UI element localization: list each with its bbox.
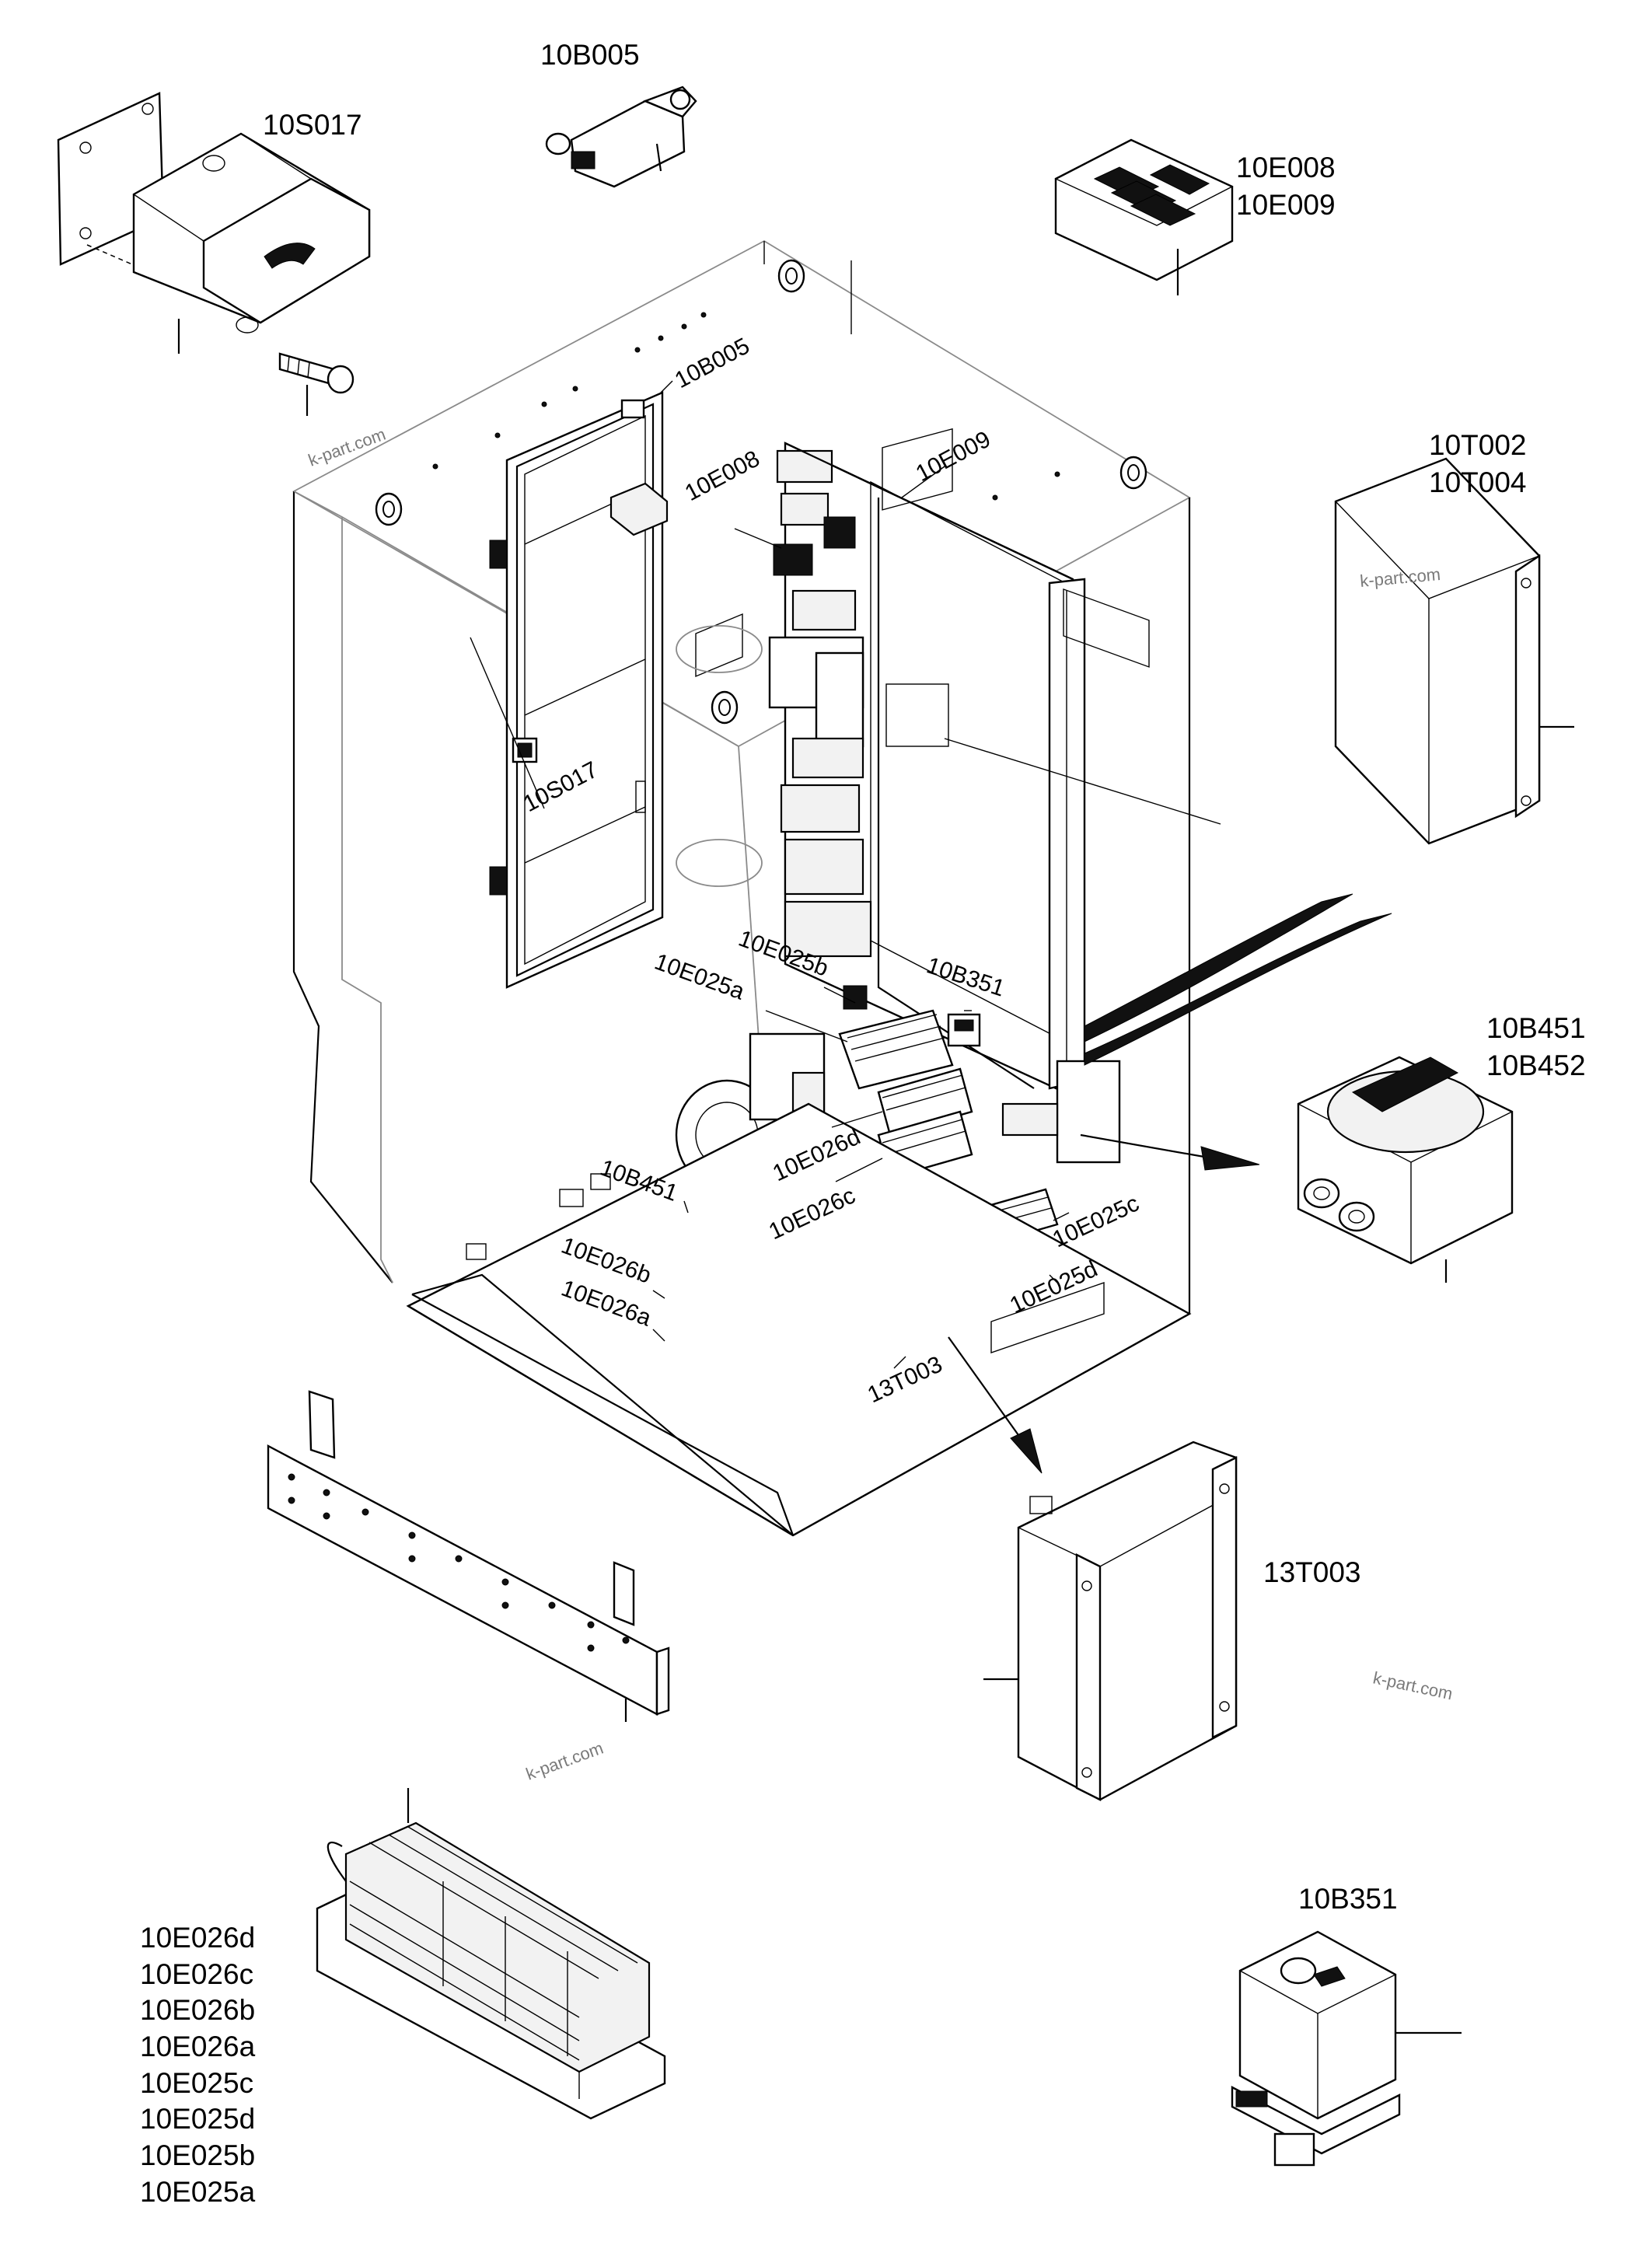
inner-label-10e009: 10E009 (912, 426, 995, 487)
inner-label-10b005: 10B005 (671, 333, 754, 393)
label-10e009: 10E009 (1236, 189, 1336, 221)
fan-fins (1093, 164, 1210, 226)
inner-label-10e008: 10E008 (681, 445, 764, 506)
label-10e008: 10E008 (1236, 152, 1336, 183)
box-on-plate (1001, 1060, 1121, 1164)
part-10b351-relay (1231, 1930, 1462, 2167)
label-13t003: 13T003 (1263, 1556, 1361, 1588)
fan-10e008 (609, 482, 669, 536)
connector-list-item: 10E026d (140, 1922, 255, 1954)
label-10t002: 10T002 (1429, 429, 1527, 461)
lifting-eye-icon (375, 259, 1147, 725)
label-10s017: 10S017 (263, 109, 362, 141)
bracket-holes (288, 1473, 630, 1652)
heat-sink-fins (349, 1826, 638, 2061)
cabinet-floor (406, 1102, 1192, 1537)
leader-lines (470, 260, 1221, 1369)
part-10b005 (545, 86, 697, 188)
connector-list-item: 10E026a (140, 2031, 256, 2062)
cabinet-left-edge (292, 491, 393, 1283)
label-10b452: 10B452 (1486, 1049, 1586, 1081)
arrow-to-10b451 (1080, 1133, 1260, 1171)
inner-label-10e025c: 10E025c (1049, 1190, 1143, 1252)
label-10b451: 10B451 (1486, 1012, 1586, 1044)
heat-sink-10e026d (877, 1067, 973, 1137)
control-cabinet (292, 239, 1392, 1537)
connector-list-item: 10E026b (140, 1994, 255, 2026)
label-10t004: 10T004 (1429, 466, 1527, 498)
part-10b451-switch (1297, 1056, 1514, 1283)
connector-list-item: 10E026c (140, 1958, 253, 1990)
mounting-bracket (267, 1390, 670, 1722)
callout-labels: 10B005 10S017 10E008 10E009 10T002 10T00… (263, 39, 1586, 1915)
part-13t003 (983, 1441, 1238, 1801)
connector-list: 10E026d 10E026c 10E026b 10E026a 10E025c … (140, 1922, 256, 2208)
screw (278, 352, 354, 394)
connector-list-item: 10E025c (140, 2067, 253, 2099)
part-10t002-box (1334, 457, 1574, 845)
part-heat-sink (316, 1788, 666, 2120)
mounting-plate (676, 428, 1086, 1098)
arrow-to-13t003 (948, 1336, 1043, 1474)
connector-list-item: 10E025d (140, 2103, 255, 2135)
watermark: k-part.com (1371, 1668, 1455, 1703)
connector-list-item: 10E025b (140, 2139, 255, 2171)
heat-sink-10e025b (843, 985, 868, 1010)
connector-list-item: 10E025a (140, 2176, 256, 2208)
cabinet-door (489, 391, 669, 989)
watermark: k-part.com (523, 1738, 606, 1784)
heat-sink-10e025a (838, 1009, 954, 1090)
inner-label-10e025a: 10E025a (651, 949, 748, 1005)
label-10b351: 10B351 (1298, 1883, 1398, 1915)
cable-bundle (1084, 893, 1392, 1066)
part-10s017 (57, 92, 371, 416)
relay-stack (768, 449, 872, 958)
label-10b005: 10B005 (540, 39, 640, 71)
door-switch-10b005 (620, 399, 645, 419)
part-10e008-fan (1054, 138, 1234, 668)
